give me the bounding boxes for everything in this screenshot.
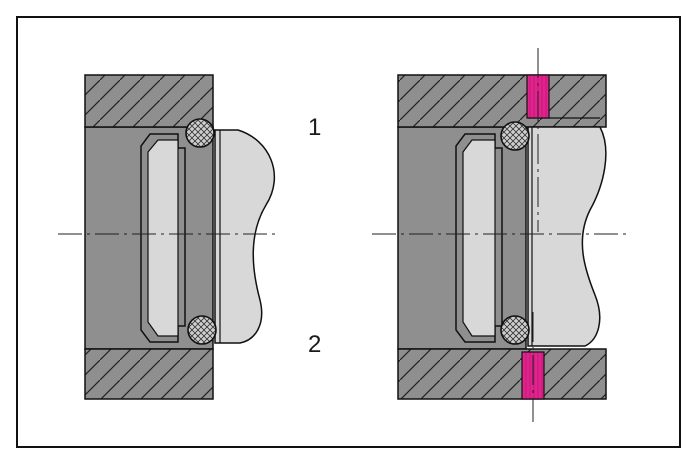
right-piston-inner [462,139,496,337]
label-one: 1 [308,114,321,141]
left-assembly [58,74,276,400]
left-piston-inner [147,139,179,337]
left-oring-top [185,118,215,148]
right-piston [527,126,607,347]
left-top-plate [84,74,214,128]
label-two: 2 [308,331,321,358]
right-bottom-plate [397,348,607,400]
right-oring-bottom [500,315,530,345]
right-oring-top [500,121,530,151]
left-oring-bottom [187,315,217,345]
left-piston [214,129,276,344]
right-assembly [372,48,630,422]
left-bottom-plate [84,348,214,400]
right-top-plate [397,74,607,128]
